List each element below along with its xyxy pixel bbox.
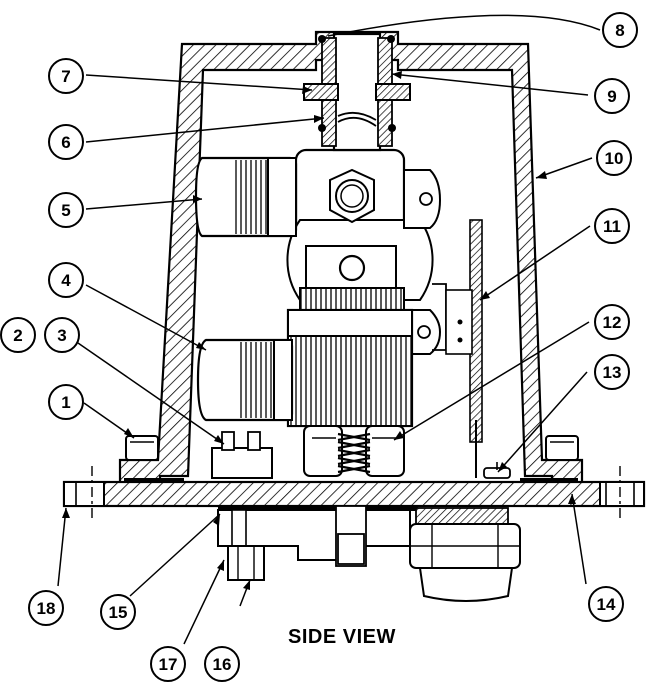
callout-1: 1 — [48, 384, 84, 420]
callout-12: 12 — [594, 304, 630, 340]
callout-circle — [44, 317, 80, 353]
callout-label: 3 — [57, 326, 66, 345]
callout-11: 11 — [594, 208, 630, 244]
callout-4: 4 — [48, 262, 84, 298]
housing-gasket-left — [124, 478, 184, 483]
hex-nut-right — [545, 435, 579, 461]
callout-label: 15 — [109, 603, 128, 622]
callout-2: 2 — [0, 317, 36, 353]
callout-label: 12 — [603, 313, 622, 332]
callout-label: 6 — [61, 133, 70, 152]
callout-13: 13 — [594, 354, 630, 390]
callout-5: 5 — [48, 192, 84, 228]
callout-label: 17 — [159, 655, 178, 674]
switch-body — [286, 148, 447, 428]
upper-plug-connector — [194, 156, 298, 238]
callout-label: 14 — [597, 595, 616, 614]
ground-screw — [483, 462, 511, 479]
callout-15: 15 — [100, 594, 136, 630]
callout-circle — [588, 586, 624, 622]
cable-gland — [409, 507, 521, 602]
callout-label: 2 — [13, 326, 22, 345]
view-caption: SIDE VIEW — [288, 626, 396, 648]
callout-label: 9 — [607, 87, 616, 106]
callout-18: 18 — [28, 590, 64, 626]
callout-label: 5 — [61, 201, 70, 220]
callout-circle — [594, 78, 630, 114]
callout-16: 16 — [204, 646, 240, 682]
range-spring-assembly — [303, 425, 405, 477]
callout-circle — [596, 140, 632, 176]
lower-plug-connector — [196, 338, 294, 422]
callout-circle — [48, 124, 84, 160]
callout-label: 11 — [603, 217, 621, 236]
callout-label: 8 — [615, 21, 624, 40]
callout-label: 4 — [61, 271, 71, 290]
leader-lines — [57, 14, 601, 645]
callout-label: 16 — [213, 655, 232, 674]
callout-circle — [48, 384, 84, 420]
leader-arrowheads — [62, 71, 576, 590]
circuit-board — [445, 219, 483, 478]
callout-3: 3 — [44, 317, 80, 353]
callout-label: 10 — [605, 149, 624, 168]
callout-circle — [150, 646, 186, 682]
callout-circle — [100, 594, 136, 630]
callout-label: 1 — [61, 393, 70, 412]
callout-circle — [594, 354, 630, 390]
housing-gasket-right — [520, 478, 578, 483]
callout-circle — [48, 262, 84, 298]
terminal-block — [211, 431, 273, 479]
callout-8: 8 — [602, 12, 638, 48]
callout-circle — [48, 58, 84, 94]
callout-10: 10 — [596, 140, 632, 176]
callout-label: 13 — [603, 363, 622, 382]
bottom-gasket — [218, 505, 418, 511]
callout-label: 7 — [61, 67, 70, 86]
callout-6: 6 — [48, 124, 84, 160]
base-plate — [62, 466, 646, 520]
pressure-port — [303, 32, 411, 152]
callout-circle — [28, 590, 64, 626]
callout-14: 14 — [588, 586, 624, 622]
callout-circle — [204, 646, 240, 682]
hex-plug — [227, 545, 265, 581]
callout-9: 9 — [594, 78, 630, 114]
callout-circle — [48, 192, 84, 228]
callout-label: 18 — [37, 599, 56, 618]
callout-circle — [594, 208, 630, 244]
callout-circle — [594, 304, 630, 340]
callout-7: 7 — [48, 58, 84, 94]
callout-circle — [0, 317, 36, 353]
callout-17: 17 — [150, 646, 186, 682]
callout-circle — [602, 12, 638, 48]
hex-nut-left — [125, 435, 159, 461]
